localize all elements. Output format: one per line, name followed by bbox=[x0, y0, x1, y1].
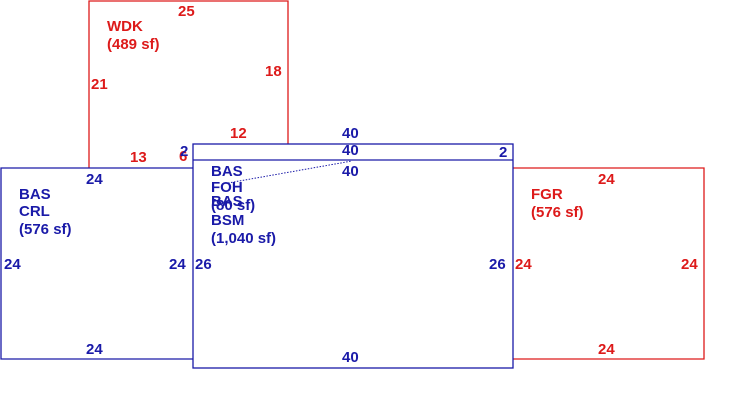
crl-area: (576 sf) bbox=[19, 221, 72, 238]
bsm-outline bbox=[192, 143, 514, 369]
crl-dim-right: 24 bbox=[169, 256, 186, 273]
foh-leader-line bbox=[227, 160, 353, 184]
wdk-dim-bottom-right: 12 bbox=[230, 125, 247, 142]
fgr-dim-bottom: 24 bbox=[598, 341, 615, 358]
crl-name-line1: BAS bbox=[19, 186, 51, 203]
fgr-dim-right: 24 bbox=[681, 256, 698, 273]
fgr-name: FGR bbox=[531, 186, 563, 203]
foh-area: (80 sf) bbox=[211, 197, 255, 214]
wdk-dim-right: 18 bbox=[265, 63, 282, 80]
wdk-dim-left: 21 bbox=[91, 76, 108, 93]
bsm-dim-strip: 40 bbox=[342, 163, 359, 180]
bsm-dim-left: 26 bbox=[195, 256, 212, 273]
wdk-dim-step-b: 6 bbox=[179, 148, 187, 165]
foh-name: FOH bbox=[211, 179, 243, 196]
bsm-name-line2: BSM bbox=[211, 212, 244, 229]
bsm-dim-top: 40 bbox=[342, 125, 359, 142]
bsm-dim-strip-side: 2 bbox=[499, 144, 507, 161]
bsm-dim-right: 26 bbox=[489, 256, 506, 273]
crl-dim-left: 24 bbox=[4, 256, 21, 273]
bsm-name-line1-overlap: BAS bbox=[211, 193, 243, 210]
crl-name-line2: CRL bbox=[19, 203, 50, 220]
wdk-area: (489 sf) bbox=[107, 36, 160, 53]
fgr-outline bbox=[513, 167, 705, 360]
bsm-area: (1,040 sf) bbox=[211, 230, 276, 247]
crl-dim-bottom: 24 bbox=[86, 341, 103, 358]
bsm-dim-bottom: 40 bbox=[342, 349, 359, 366]
crl-dim-top: 24 bbox=[86, 171, 103, 188]
fgr-dim-top: 24 bbox=[598, 171, 615, 188]
wdk-dim-bottom-left: 13 bbox=[130, 149, 147, 166]
wdk-dim-step-a: 2 bbox=[180, 143, 188, 160]
wdk-name: WDK bbox=[107, 18, 143, 35]
bsm-dim-top-inner: 40 bbox=[342, 142, 359, 159]
crl-outline bbox=[0, 167, 193, 360]
wdk-dim-top: 25 bbox=[178, 3, 195, 20]
fgr-dim-left: 24 bbox=[515, 256, 532, 273]
bsm-name-line1: BAS bbox=[211, 163, 243, 180]
wdk-outline bbox=[88, 0, 289, 168]
fgr-area: (576 sf) bbox=[531, 204, 584, 221]
